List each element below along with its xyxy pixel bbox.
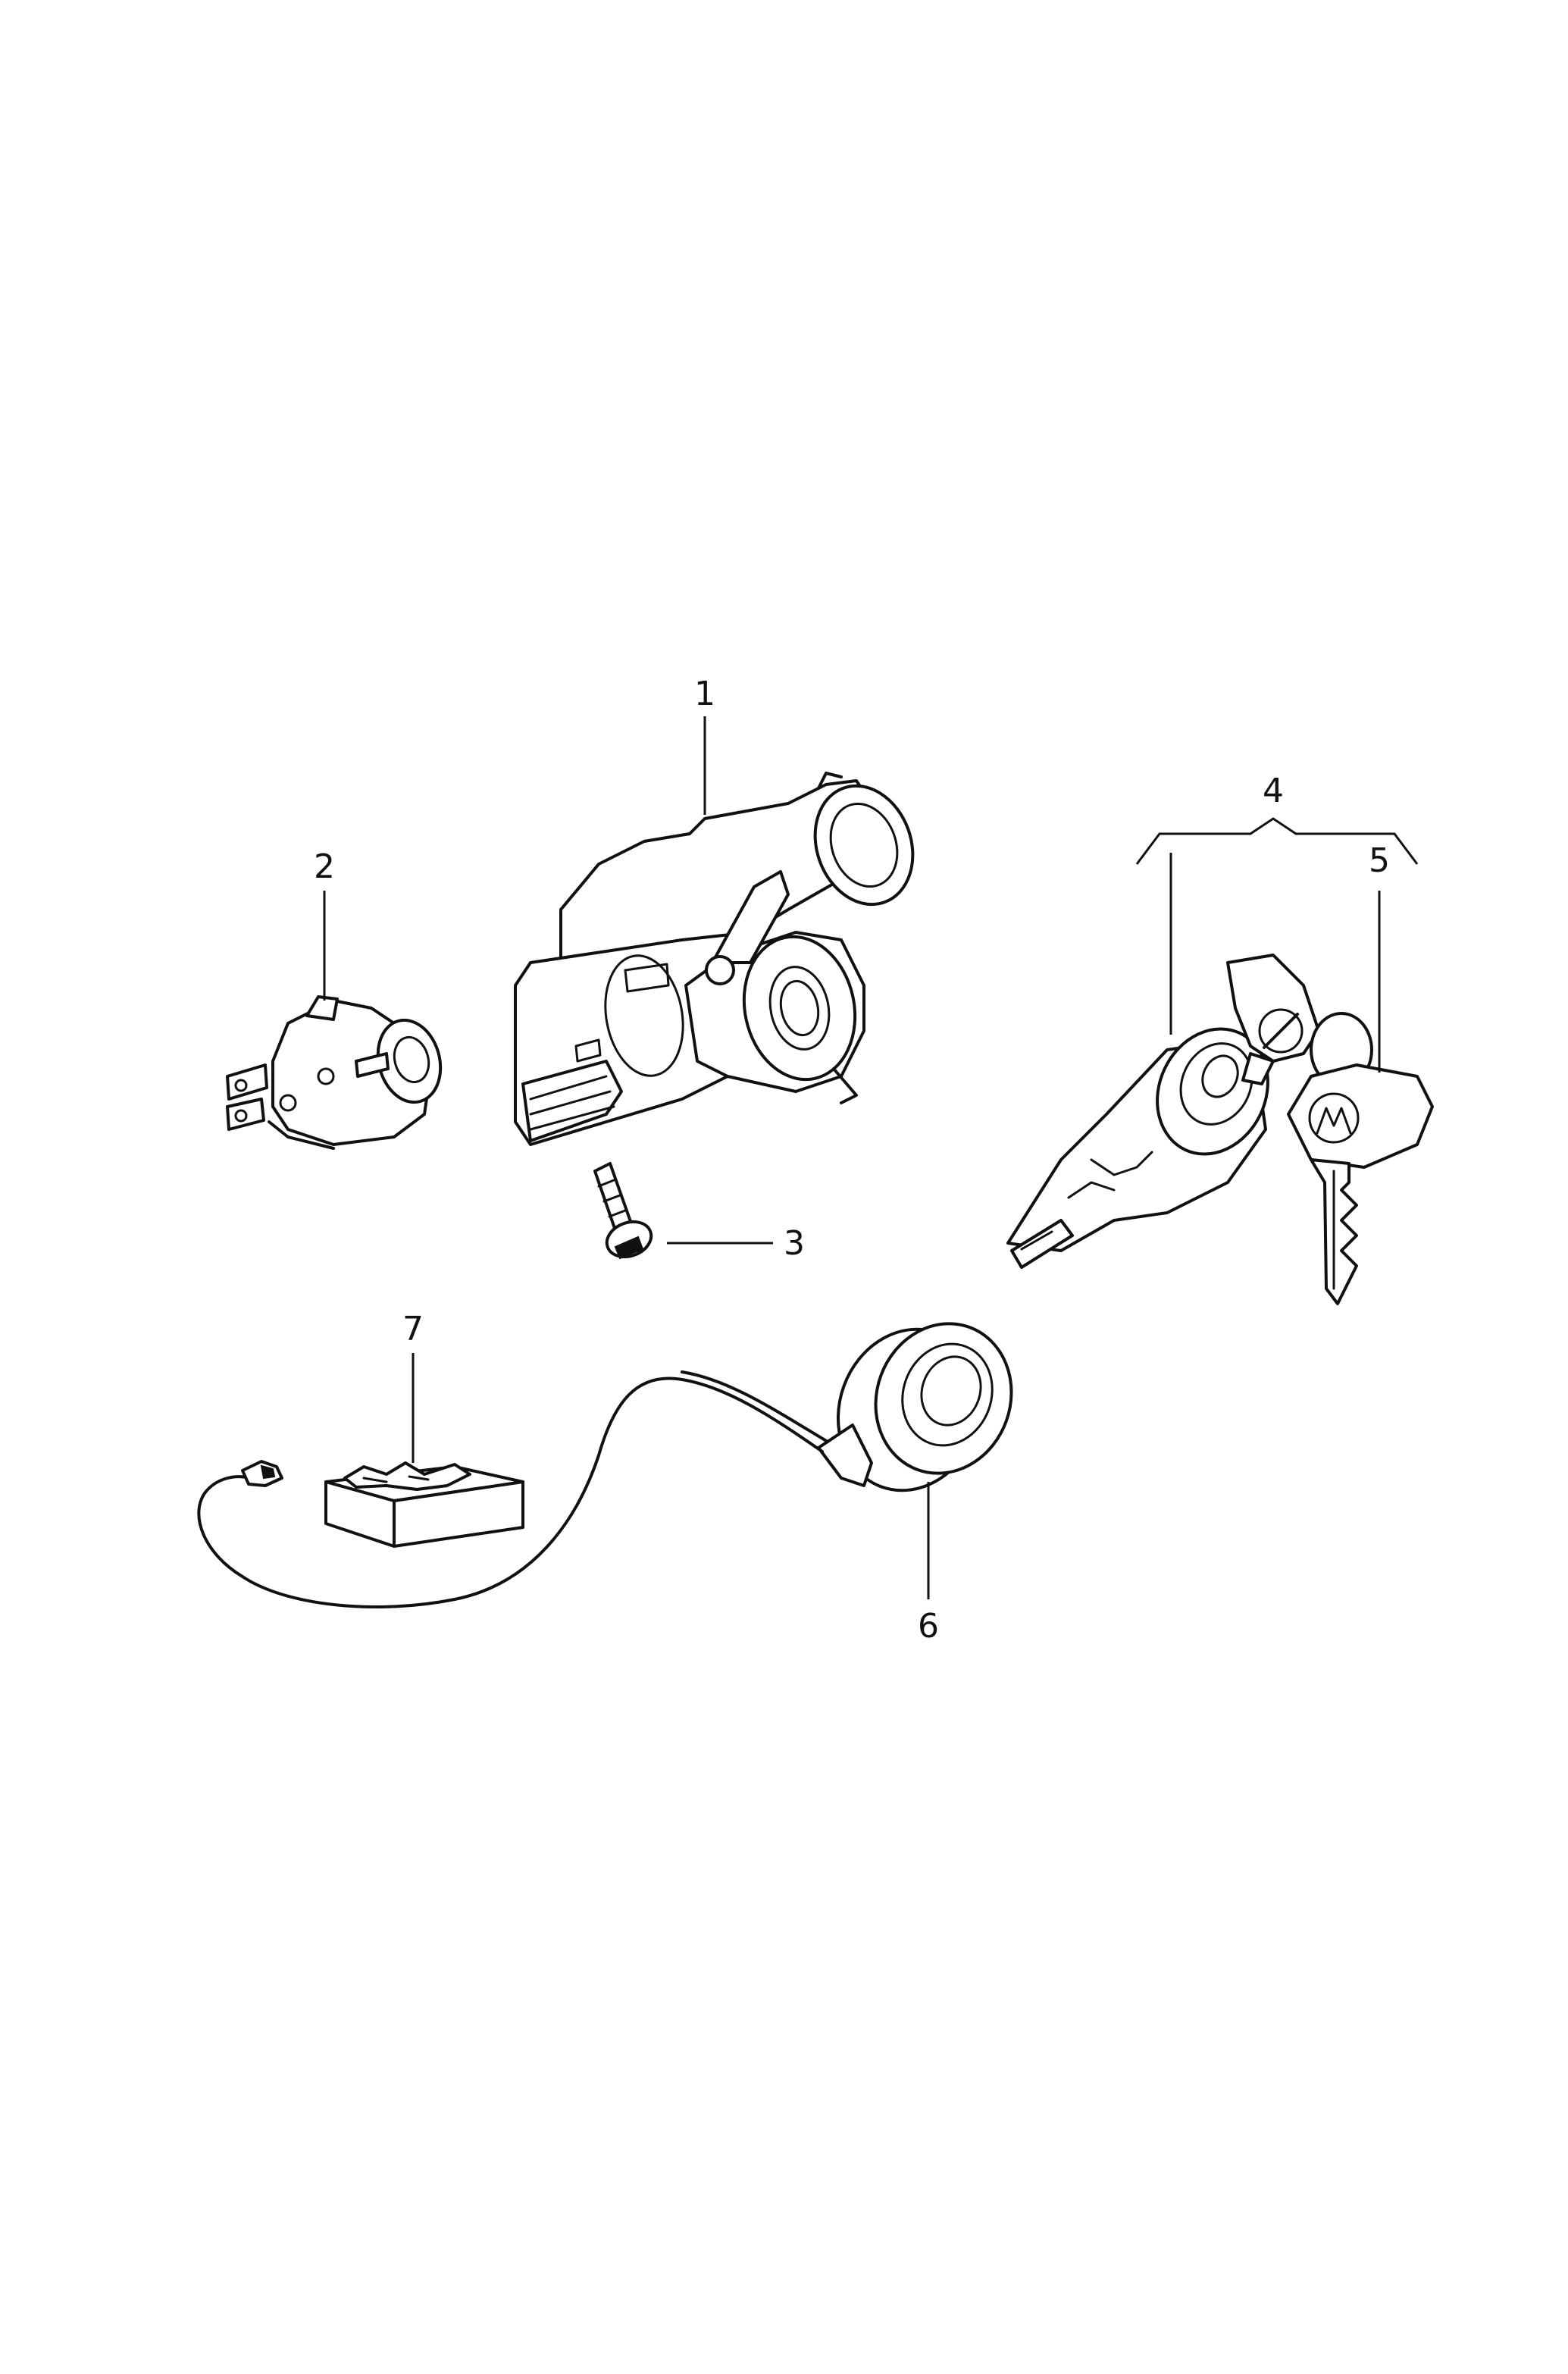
steering-lock-housing[interactable] xyxy=(514,772,929,1146)
ignition-switch[interactable] xyxy=(226,995,449,1150)
lock-cylinder[interactable] xyxy=(1006,1010,1288,1269)
callout-2: 2 xyxy=(314,847,335,886)
callout-4: 4 xyxy=(1263,772,1284,810)
keys[interactable] xyxy=(1226,954,1434,1305)
lock-ring-with-cable[interactable] xyxy=(197,1304,1032,1608)
shear-bolt[interactable] xyxy=(593,1162,656,1263)
callout-numbers: 1 2 3 4 5 6 7 xyxy=(314,675,1390,1646)
leader-4-bracket xyxy=(1135,817,1419,865)
leader-lines xyxy=(323,716,1419,1599)
control-module[interactable] xyxy=(324,1461,524,1548)
callout-6: 6 xyxy=(918,1607,939,1646)
callout-7: 7 xyxy=(402,1310,424,1348)
callout-3: 3 xyxy=(784,1224,805,1263)
callout-1: 1 xyxy=(694,675,715,713)
callout-5: 5 xyxy=(1369,841,1390,880)
